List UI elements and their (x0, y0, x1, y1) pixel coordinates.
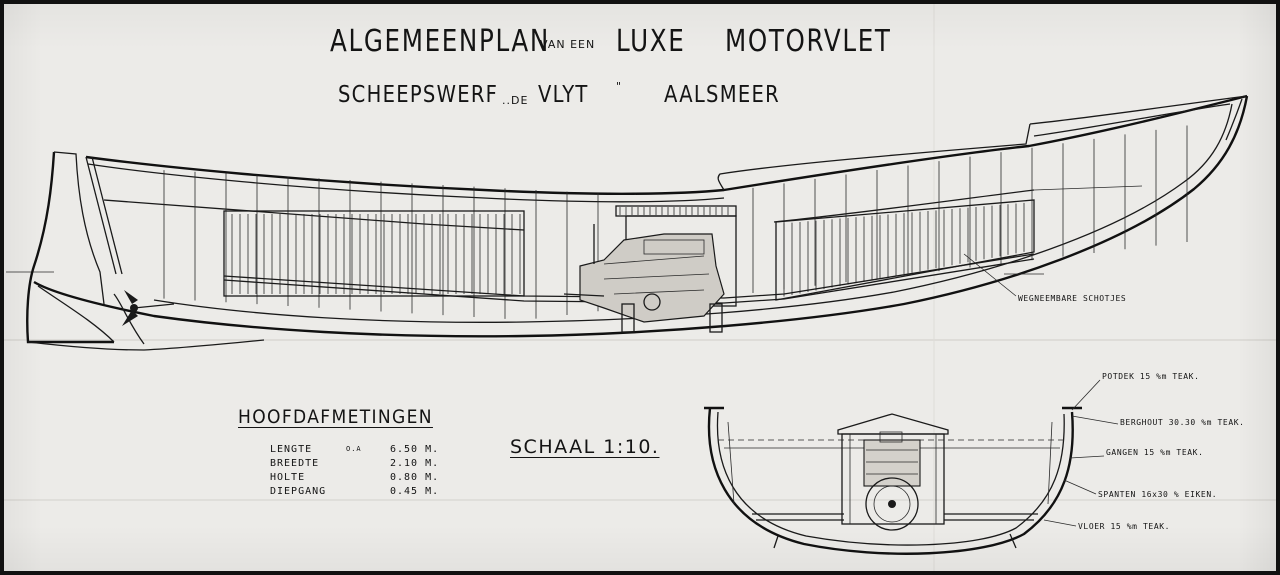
dimension-row: LENGTE O.A 6.50 M. (270, 444, 470, 458)
dimension-value: 6.50 M. (390, 444, 440, 455)
section-label-vloer: VLOER 15 %m TEAK. (1078, 522, 1171, 531)
dimension-row: DIEPGANG 0.45 M. (270, 486, 470, 500)
propeller (113, 290, 175, 345)
dimension-label: DIEPGANG (270, 486, 327, 497)
general-plan-drawing (4, 4, 1276, 571)
title-luxe: LUXE (616, 24, 686, 59)
subtitle-de: ..DE (502, 94, 529, 107)
blueprint-sheet: ALGEMEENPLAN VAN EEN LUXE MOTORVLET SCHE… (4, 4, 1276, 571)
title-van-een: VAN EEN (540, 38, 596, 51)
title-motorvlet: MOTORVLET (725, 24, 892, 59)
dimension-value: 0.45 M. (390, 486, 440, 497)
section-label-gangen: GANGEN 15 %m TEAK. (1106, 448, 1204, 457)
scale-label: SCHAAL 1:10. (510, 436, 660, 458)
section-label-berghout: BERGHOUT 30.30 %m TEAK. (1120, 418, 1245, 427)
midship-section (704, 379, 1119, 555)
title-algemeenplan: ALGEMEENPLAN (330, 24, 550, 59)
dimension-label: BREEDTE (270, 458, 320, 469)
engine-section (863, 431, 921, 531)
dimension-row: HOLTE 0.80 M. (270, 472, 470, 486)
removable-bulkheads-note: WEGNEEMBARE SCHOTJES (1018, 294, 1127, 303)
dimension-value: 2.10 M. (390, 458, 440, 469)
removable-panel-fwd (775, 199, 1035, 301)
dimension-label: LENGTE (270, 444, 313, 455)
section-label-spanten: SPANTEN 16x30 % EIKEN. (1098, 490, 1218, 499)
dimension-row: BREEDTE 2.10 M. (270, 458, 470, 472)
engine-side (563, 205, 737, 333)
dimension-label: HOLTE (270, 472, 306, 483)
section-label-potdek: POTDEK 15 %m TEAK. (1102, 372, 1200, 381)
removable-panel-aft (223, 210, 525, 297)
dimension-suffix: O.A (346, 445, 362, 453)
main-dimensions-heading: HOOFDAFMETINGEN (238, 406, 433, 428)
frames (163, 125, 1188, 319)
dimension-value: 0.80 M. (390, 472, 440, 483)
side-profile (26, 94, 1249, 351)
subtitle-aalsmeer: AALSMEER (664, 82, 780, 108)
subtitle-quote: " (616, 80, 623, 93)
subtitle-scheepswerf: SCHEEPSWERF (338, 82, 499, 108)
subtitle-vlyt: VLYT (538, 82, 589, 108)
